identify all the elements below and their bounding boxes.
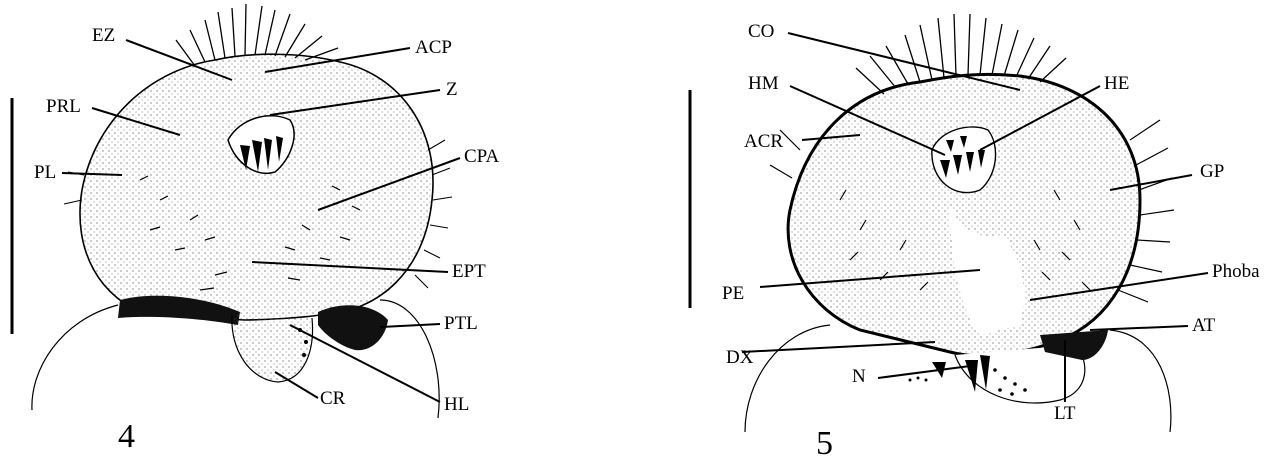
label-phoba: Phoba (1212, 262, 1260, 281)
label-n: N (852, 367, 866, 386)
label-pl: PL (34, 163, 56, 182)
label-prl: PRL (46, 97, 81, 116)
genital-capsule-5 (788, 74, 1140, 355)
label-pe: PE (722, 284, 744, 303)
left-lobe-outline (32, 305, 118, 410)
label-cr: CR (320, 389, 345, 408)
figure-4-panel: EZ ACP PRL Z PL CPA EPT PTL CR HL 4 (0, 0, 620, 461)
label-acp: ACP (415, 38, 452, 57)
label-lt: LT (1054, 404, 1075, 423)
label-dx: DX (726, 348, 753, 367)
left-lobe-outline-5 (745, 325, 830, 432)
label-z: Z (446, 80, 458, 99)
label-ptl: PTL (444, 314, 478, 333)
label-co: CO (748, 22, 774, 41)
ptl-band-right (318, 305, 388, 350)
label-gp: GP (1200, 162, 1224, 181)
label-hl: HL (444, 395, 469, 414)
label-cpa: CPA (464, 147, 499, 166)
right-lobe-outline (380, 300, 439, 418)
figure-4-drawing (0, 0, 620, 461)
figure-5-drawing (620, 0, 1264, 461)
label-he: HE (1104, 74, 1129, 93)
label-ez: EZ (92, 26, 115, 45)
right-lobe-outline-5 (1110, 330, 1171, 432)
label-hm: HM (748, 74, 779, 93)
figure-number-5: 5 (816, 427, 833, 461)
label-acr: ACR (744, 132, 783, 151)
label-at: AT (1192, 316, 1215, 335)
figure-number-4: 4 (118, 420, 135, 454)
label-ept: EPT (452, 262, 486, 281)
figure-5-panel: CO HM HE ACR GP Phoba PE AT DX N LT 5 (620, 0, 1264, 461)
cr-lobe (232, 315, 313, 382)
